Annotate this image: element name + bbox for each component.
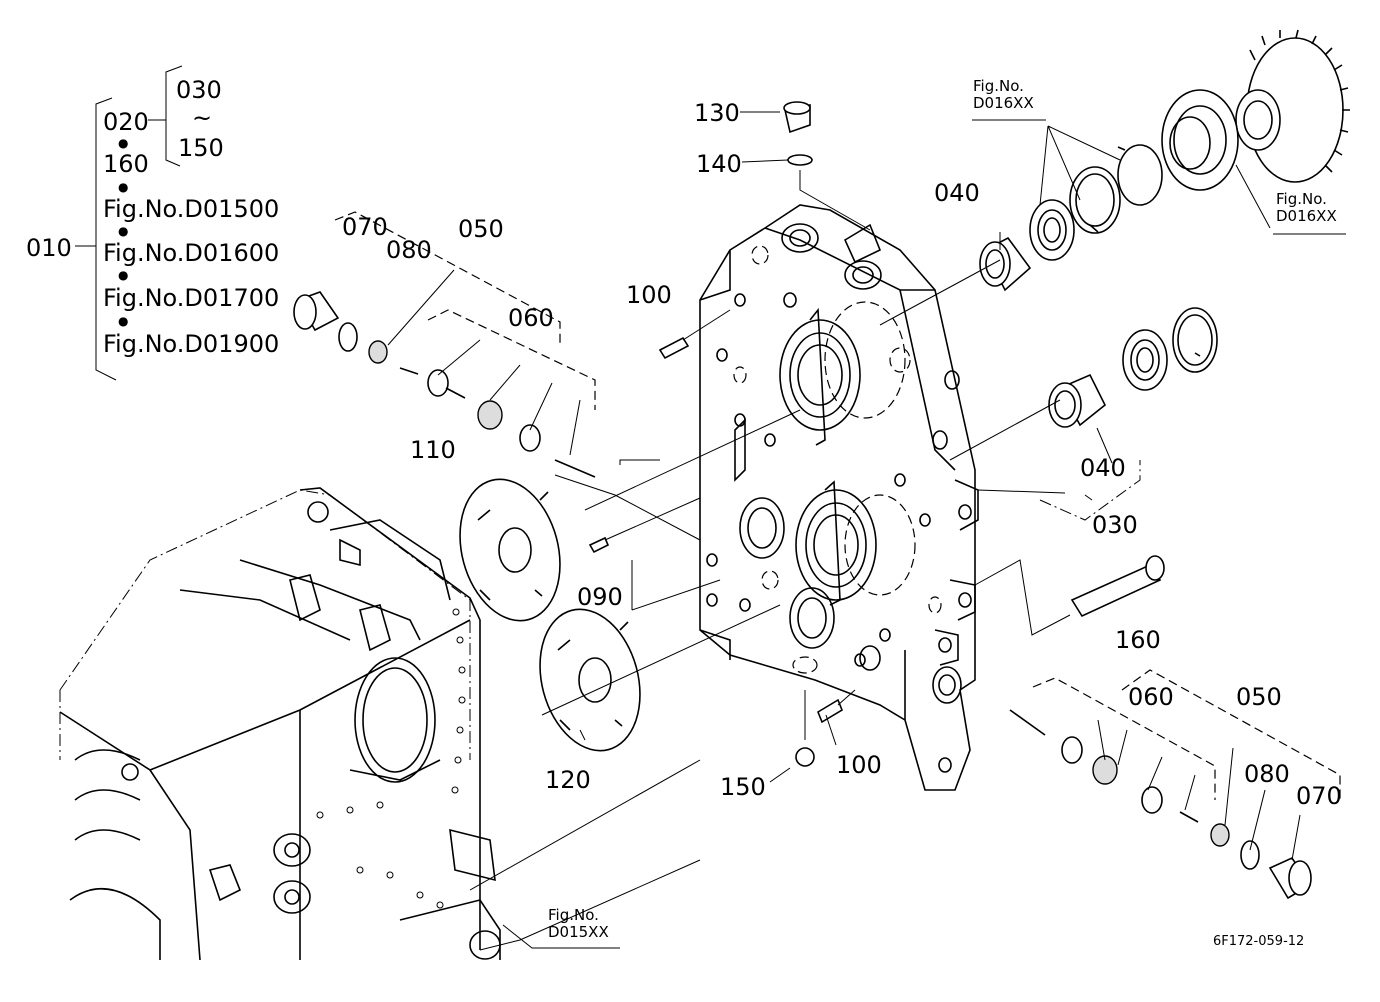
leader-lines (387, 111, 1346, 951)
part-callout-090[interactable]: 090 (577, 583, 623, 611)
small-parts (588, 101, 871, 767)
relief-valve-upper (293, 211, 596, 478)
part-callout-140[interactable]: 140 (696, 150, 742, 178)
bullet-dot: ● (118, 136, 129, 150)
bullet-dot: ● (118, 224, 129, 238)
fig-ref-d016-right[interactable]: Fig.No. D016XX (1276, 190, 1337, 226)
seal-bearing-assembly (949, 307, 1218, 461)
transmission-case (59, 487, 501, 961)
diagram-code: 6F172-059-12 (1213, 934, 1305, 949)
pump-housing (699, 204, 979, 791)
part-callout-030[interactable]: 030 (1092, 511, 1138, 539)
bullet-dot: ● (118, 268, 129, 282)
bullet-dot: ● (118, 314, 129, 328)
tree-fig4-link[interactable]: Fig.No.D01900 (103, 330, 280, 358)
fig-ref-prefix: Fig.No. (1276, 190, 1327, 208)
part-callout-080[interactable]: 080 (386, 236, 432, 264)
bullet-dot: ● (118, 180, 129, 194)
tree-group1-label[interactable]: 020 (103, 108, 149, 136)
part-callout-100[interactable]: 100 (836, 751, 882, 779)
tree-range-to-label[interactable]: 150 (178, 134, 224, 162)
part-callout-040[interactable]: 040 (1080, 454, 1126, 482)
tree-fig2-link[interactable]: Fig.No.D01600 (103, 239, 280, 267)
part-callout-120[interactable]: 120 (545, 766, 591, 794)
part-callout-070[interactable]: 070 (1296, 782, 1342, 810)
fig-ref-code: D016XX (1276, 207, 1337, 226)
fig-ref-code: D015XX (548, 923, 609, 942)
bolt-160 (974, 555, 1165, 636)
part-callout-050[interactable]: 050 (1236, 683, 1282, 711)
tree-fig3-link[interactable]: Fig.No.D01700 (103, 284, 280, 312)
part-callout-070[interactable]: 070 (342, 213, 388, 241)
assembly-tree-bracket (75, 65, 183, 381)
relief-valve-lower (1009, 669, 1341, 900)
part-callout-150[interactable]: 150 (720, 773, 766, 801)
part-callout-130[interactable]: 130 (694, 99, 740, 127)
part-callout-040[interactable]: 040 (934, 179, 980, 207)
fig-ref-d016-top[interactable]: Fig.No. D016XX (973, 77, 1034, 113)
part-callout-050[interactable]: 050 (458, 215, 504, 243)
part-callout-060[interactable]: 060 (1128, 683, 1174, 711)
part-callout-100[interactable]: 100 (626, 281, 672, 309)
part-callout-060[interactable]: 060 (508, 304, 554, 332)
fig-ref-d015[interactable]: Fig.No. D015XX (548, 906, 609, 942)
gear-bearing-assembly (879, 29, 1350, 326)
part-callout-080[interactable]: 080 (1244, 760, 1290, 788)
tree-item2-label[interactable]: 160 (103, 150, 149, 178)
fig-ref-prefix: Fig.No. (548, 906, 599, 924)
fig-ref-code: D016XX (973, 94, 1034, 113)
part-callout-110[interactable]: 110 (410, 436, 456, 464)
tree-fig1-link[interactable]: Fig.No.D01500 (103, 195, 280, 223)
tree-range-symbol: ~ (192, 104, 213, 132)
side-plates (459, 478, 641, 752)
part-callout-160[interactable]: 160 (1115, 626, 1161, 654)
tree-range-from-label[interactable]: 030 (176, 76, 222, 104)
tree-root-label[interactable]: 010 (26, 234, 72, 262)
fig-ref-prefix: Fig.No. (973, 77, 1024, 95)
